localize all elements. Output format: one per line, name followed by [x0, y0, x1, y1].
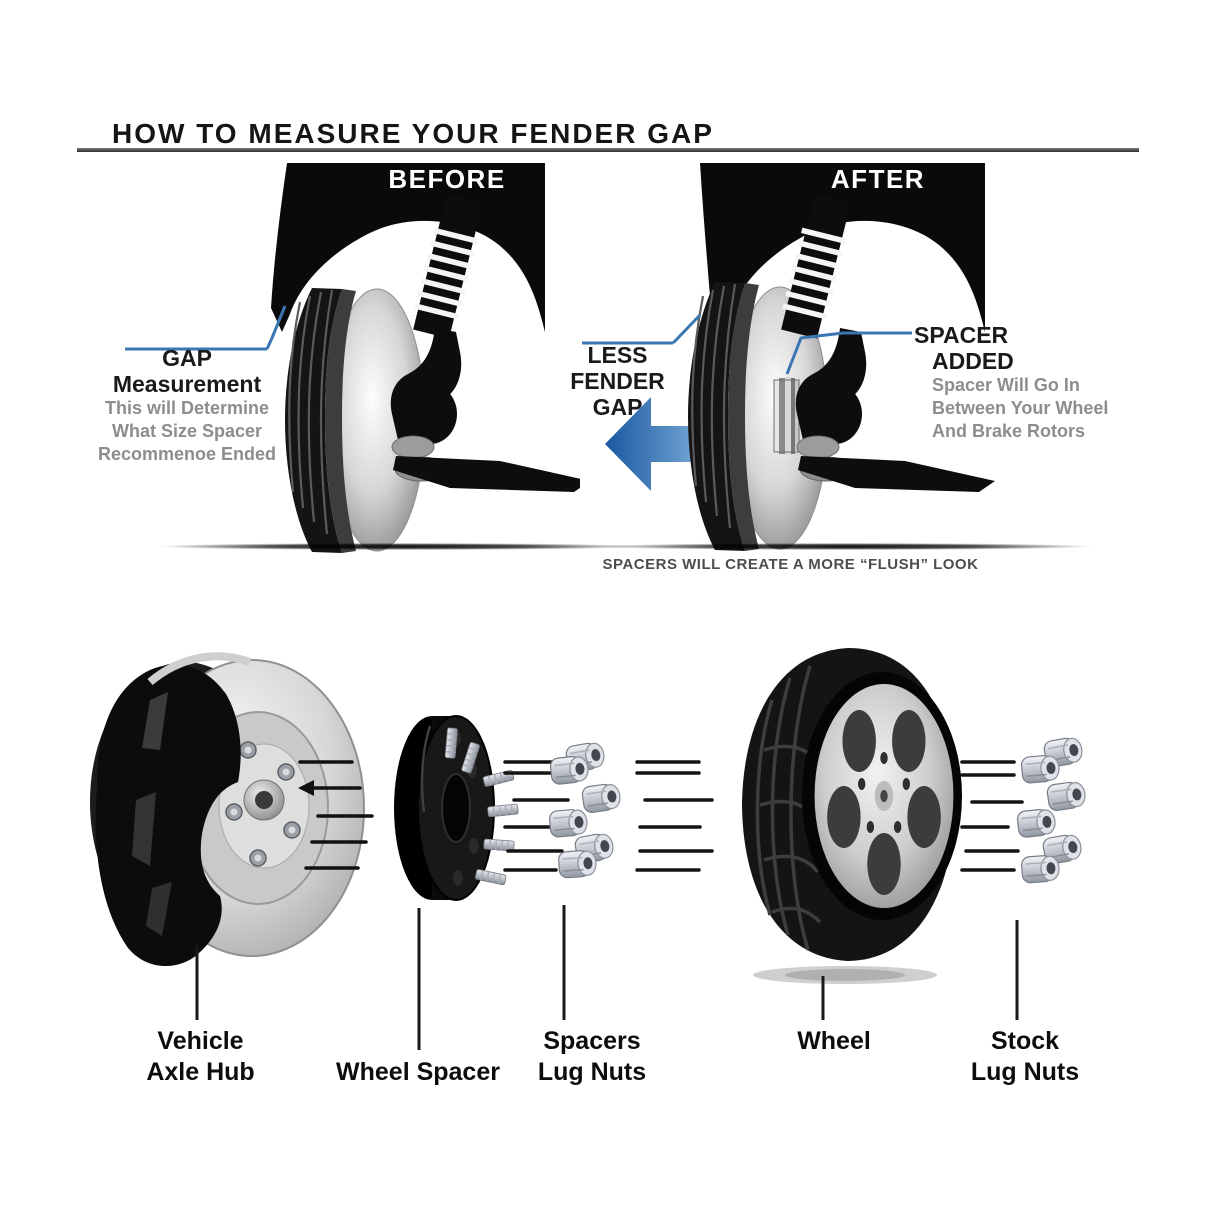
gap-measurement-callout: GAP Measurement This will Determine What… — [84, 345, 290, 466]
ground-shadow-before — [158, 543, 643, 550]
tire-tread — [688, 282, 745, 551]
speed-lines-left — [503, 760, 570, 872]
wheel-tread-pattern — [755, 665, 822, 951]
page-title: HOW TO MEASURE YOUR FENDER GAP — [112, 118, 714, 149]
wheel-spacer-illustration — [394, 715, 520, 901]
flush-caption: SPACERS WILL CREATE A MORE “FLUSH” LOOK — [602, 556, 979, 573]
label-line: Lug Nuts — [537, 1058, 647, 1086]
control-arm — [798, 456, 995, 492]
less-fender-gap-callout: LESS FENDER GAP — [545, 342, 690, 420]
gap-desc-line: This will Determine — [104, 398, 270, 418]
gap-desc-line: Recommenoe Ended — [97, 444, 277, 464]
label-line: Stock — [990, 1027, 1060, 1055]
flush-direction-arrow-icon — [605, 397, 737, 491]
lug-nut-cluster — [548, 740, 623, 879]
exploded-view-illustration — [90, 648, 1088, 1050]
label-vehicle-axle-hub: Vehicle Axle Hub — [88, 1026, 313, 1088]
brake-caliper — [95, 664, 241, 967]
tire — [285, 288, 426, 553]
ground-shadow-after — [598, 543, 1093, 550]
spacer-desc-line: And Brake Rotors — [932, 421, 1086, 441]
wheel-illustration — [742, 648, 962, 984]
spacer-title-line: SPACER — [914, 322, 1009, 348]
spacer-bore — [441, 773, 471, 843]
less-gap-callout-line — [582, 313, 702, 345]
spacer-callout-line — [785, 331, 912, 375]
label-spacers-lug-nuts: Spacers Lug Nuts — [502, 1026, 682, 1088]
title-rule — [77, 148, 1139, 152]
tire-shoulder — [728, 283, 759, 551]
spacer-title-line: ADDED — [932, 348, 1014, 374]
label-line: Wheel Spacer — [336, 1058, 500, 1086]
gap-desc-line: What Size Spacer — [111, 421, 263, 441]
speed-lines-left — [960, 760, 1024, 872]
label-wheel-spacer: Wheel Spacer — [288, 1057, 548, 1088]
hub-studs — [225, 741, 301, 867]
spacer-desc-line: Spacer Will Go In — [932, 375, 1080, 395]
stock-lug-nuts-illustration — [960, 735, 1088, 884]
hub-knuckle-body — [808, 384, 862, 444]
label-stock-lug-nuts: Stock Lug Nuts — [950, 1026, 1100, 1088]
before-badge: BEFORE — [388, 164, 506, 194]
control-arm — [393, 456, 580, 492]
hub-alignment-lines — [298, 760, 374, 870]
less-gap-line: FENDER GAP — [570, 368, 665, 420]
label-line: Vehicle — [157, 1027, 244, 1055]
spacer-desc-line: Between Your Wheel — [932, 398, 1109, 418]
ball-joint-upper — [796, 435, 840, 459]
before-illustration — [125, 163, 580, 553]
label-line: Axle Hub — [146, 1058, 255, 1086]
gap-callout-line — [125, 305, 287, 351]
label-line: Lug Nuts — [970, 1058, 1080, 1086]
lug-nut-cluster — [1015, 735, 1088, 884]
coil-spring — [413, 193, 483, 339]
less-gap-line: LESS — [587, 342, 648, 368]
coil-spring — [781, 193, 851, 339]
tire-tread — [285, 288, 342, 553]
label-pointer-lines — [195, 905, 1019, 1050]
fender-silhouette — [700, 163, 985, 332]
gap-title-line: Measurement — [112, 371, 262, 397]
alignment-arrowhead — [298, 780, 314, 796]
tread-grooves — [288, 289, 334, 535]
spacers-lug-nuts-illustration — [503, 740, 714, 879]
rim-lug-holes — [857, 752, 911, 833]
label-line: Wheel — [797, 1027, 871, 1055]
speed-lines-right — [635, 760, 714, 872]
ball-joint-upper — [391, 435, 435, 459]
hub-knuckle-body — [403, 384, 457, 444]
after-badge: AFTER — [830, 164, 926, 194]
after-illustration — [582, 163, 995, 551]
tire-shoulder — [325, 289, 356, 553]
spacer-cylinder — [773, 377, 800, 455]
vehicle-axle-hub-illustration — [90, 652, 374, 967]
rim-spoke-cutouts — [827, 710, 941, 895]
suspension — [781, 193, 995, 492]
label-line: Spacers — [543, 1027, 641, 1055]
label-wheel: Wheel — [764, 1026, 904, 1057]
suspension — [390, 193, 580, 492]
spacer-added-callout: SPACER ADDED Spacer Will Go In Between Y… — [914, 322, 1129, 443]
gap-title-line: GAP — [162, 345, 212, 371]
